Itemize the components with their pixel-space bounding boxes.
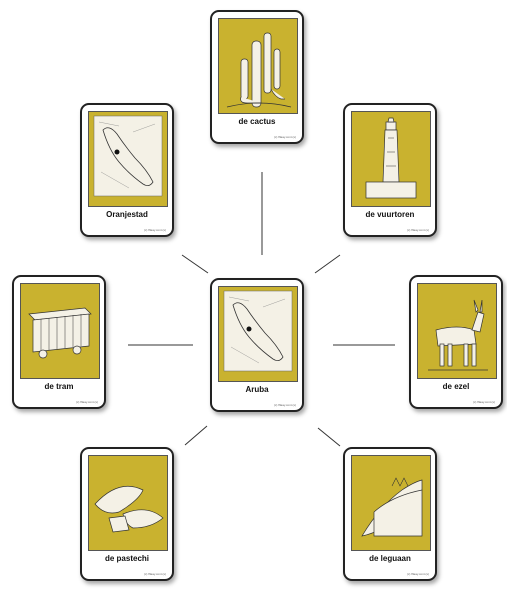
card-credit: (c) fflaay.cont.(s) xyxy=(143,572,166,576)
island-map-icon xyxy=(223,290,293,372)
card-picture xyxy=(218,18,298,114)
card-pastechi: de pastechi (c) fflaay.cont.(s) xyxy=(80,447,174,581)
card-credit: (c) fflaay.cont.(s) xyxy=(273,135,296,139)
card-ezel: de ezel (c) fflaay.cont.(s) xyxy=(409,275,503,409)
connector-line xyxy=(181,254,209,274)
card-aruba: Aruba (c) fflaay.cont.(s) xyxy=(210,278,304,412)
card-picture xyxy=(218,286,298,382)
cactus-icon xyxy=(226,32,292,108)
card-credit: (c) fflaay.cont.(s) xyxy=(472,400,495,404)
card-picture xyxy=(351,111,431,207)
donkey-icon xyxy=(428,299,488,371)
card-label: de leguaan xyxy=(369,554,411,563)
card-label: de pastechi xyxy=(104,554,149,563)
card-credit: (c) fflaay.cont.(s) xyxy=(143,228,166,232)
card-label: de vuurtoren xyxy=(365,210,415,219)
pastechi-icon xyxy=(94,485,164,533)
iguana-icon xyxy=(361,477,423,537)
card-picture xyxy=(417,283,497,379)
card-label: Oranjestad xyxy=(106,210,148,219)
connector-line xyxy=(314,254,341,274)
card-tram: de tram (c) fflaay.cont.(s) xyxy=(12,275,106,409)
island-map-icon xyxy=(93,115,163,197)
card-credit: (c) fflaay.cont.(s) xyxy=(273,403,296,407)
card-label: Aruba xyxy=(245,385,269,394)
card-label: de cactus xyxy=(238,117,276,126)
card-leguaan: de leguaan (c) fflaay.cont.(s) xyxy=(343,447,437,581)
card-credit: (c) fflaay.cont.(s) xyxy=(406,228,429,232)
tram-icon xyxy=(28,307,92,359)
card-credit: (c) fflaay.cont.(s) xyxy=(406,572,429,576)
card-cactus: de cactus (c) fflaay.cont.(s) xyxy=(210,10,304,144)
card-picture xyxy=(20,283,100,379)
card-credit: (c) fflaay.cont.(s) xyxy=(75,400,98,404)
card-oranjestad: Oranjestad (c) fflaay.cont.(s) xyxy=(80,103,174,237)
connector-line xyxy=(317,427,341,447)
card-picture xyxy=(351,455,431,551)
card-label: de ezel xyxy=(442,382,470,391)
card-picture xyxy=(88,455,168,551)
card-label: de tram xyxy=(44,382,74,391)
card-vuurtoren: de vuurtoren (c) fflaay.cont.(s) xyxy=(343,103,437,237)
card-picture xyxy=(88,111,168,207)
lighthouse-icon xyxy=(365,117,417,199)
connector-line xyxy=(184,425,208,446)
